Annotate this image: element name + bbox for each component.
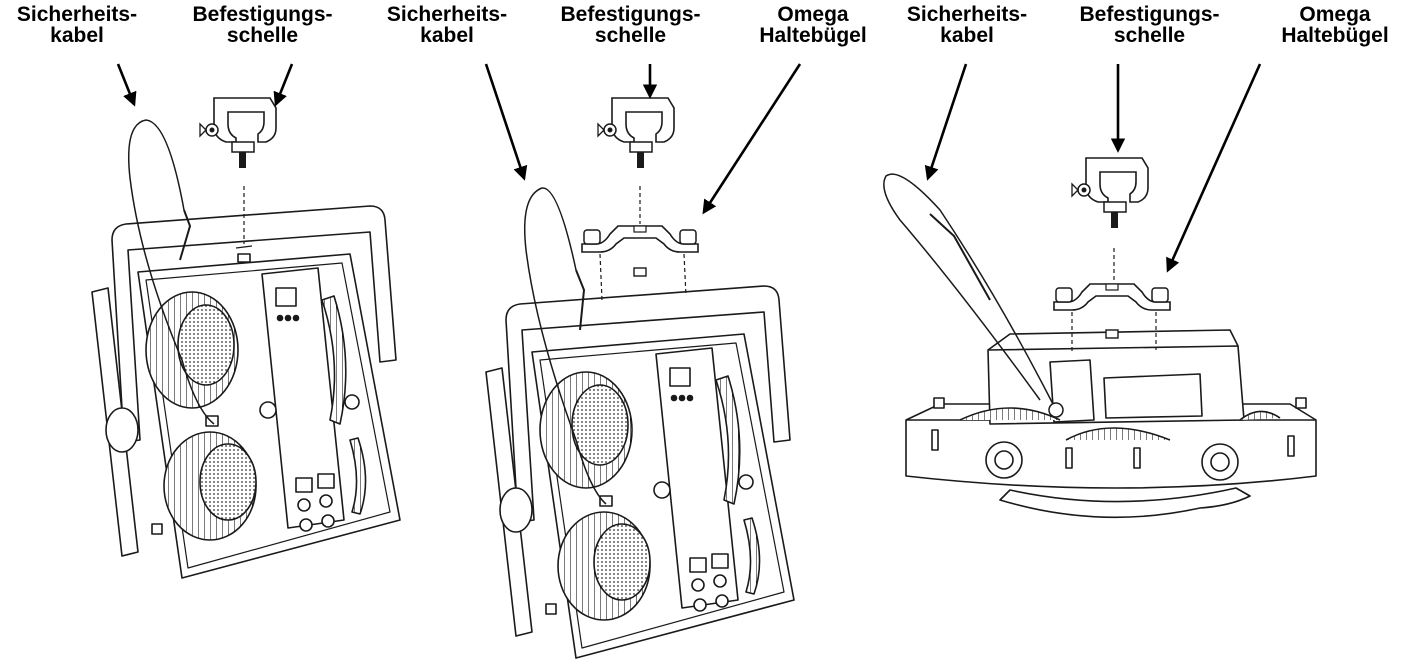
panel2-nut bbox=[633, 267, 647, 277]
label-line: kabel bbox=[50, 24, 104, 47]
panel2-mounting-clamp bbox=[597, 97, 675, 169]
panel1-safety-cable bbox=[127, 119, 215, 425]
label-line: Sicherheits- bbox=[906, 3, 1028, 26]
panel3-omega-bracket bbox=[1053, 283, 1171, 311]
panel3-safety-cable bbox=[883, 173, 1057, 411]
label-line: Omega bbox=[777, 3, 849, 26]
panel1-safety-cable bbox=[179, 209, 192, 261]
panel2-bracket-guide bbox=[599, 253, 603, 301]
label-line: schelle bbox=[226, 24, 299, 47]
panel2-omega-bracket bbox=[581, 225, 699, 253]
label-line: Befestigungs- bbox=[560, 3, 701, 26]
panel1-clamp-label: Befestigungs- schelle bbox=[175, 4, 350, 46]
panel2-bracket-guide bbox=[683, 253, 687, 297]
panel1-clamp-arrow bbox=[273, 63, 294, 107]
panel3-cable-eye bbox=[1048, 402, 1064, 418]
panel3-nut bbox=[1105, 329, 1119, 339]
label-line: Haltebügel bbox=[1281, 24, 1389, 47]
label-line: schelle bbox=[1113, 24, 1186, 47]
label-line: schelle bbox=[594, 24, 667, 47]
panel3-omega-bracket-label: Omega Haltebügel bbox=[1270, 4, 1400, 46]
panel2-omega-bracket-label: Omega Haltebügel bbox=[748, 4, 878, 46]
panel3-mounting-clamp bbox=[1071, 157, 1149, 229]
label-line: Befestigungs- bbox=[1079, 3, 1220, 26]
panel1-cable-arrow bbox=[116, 63, 137, 107]
label-line: Befestigungs- bbox=[192, 3, 333, 26]
label-line: Sicherheits- bbox=[386, 3, 508, 26]
label-line: Omega bbox=[1299, 3, 1371, 26]
panel2-clamp-label: Befestigungs- schelle bbox=[543, 4, 718, 46]
panel3-safety-cable bbox=[929, 213, 991, 301]
label-line: Sicherheits- bbox=[16, 3, 138, 26]
panel2-safety-cable-label: Sicherheits- kabel bbox=[372, 4, 522, 46]
panel2-cable-arrow bbox=[484, 63, 528, 181]
panel2-safety-cable bbox=[523, 187, 607, 505]
panel2-safety-cable bbox=[575, 269, 586, 331]
label-line: Haltebügel bbox=[759, 24, 867, 47]
panel2-omega-arrow bbox=[702, 63, 802, 215]
label-line: kabel bbox=[940, 24, 994, 47]
panel3-clamp-label: Befestigungs- schelle bbox=[1062, 4, 1237, 46]
panel1-safety-cable-label: Sicherheits- kabel bbox=[2, 4, 152, 46]
panel1-fixture bbox=[91, 205, 401, 579]
label-line: kabel bbox=[420, 24, 474, 47]
panel2-fixture bbox=[485, 285, 795, 659]
panel3-fixture bbox=[905, 329, 1317, 519]
panel3-cable-arrow bbox=[924, 63, 968, 181]
panel3-omega-arrow bbox=[1166, 63, 1262, 273]
panel1-mounting-clamp bbox=[199, 97, 277, 169]
panel3-safety-cable-label: Sicherheits- kabel bbox=[892, 4, 1042, 46]
